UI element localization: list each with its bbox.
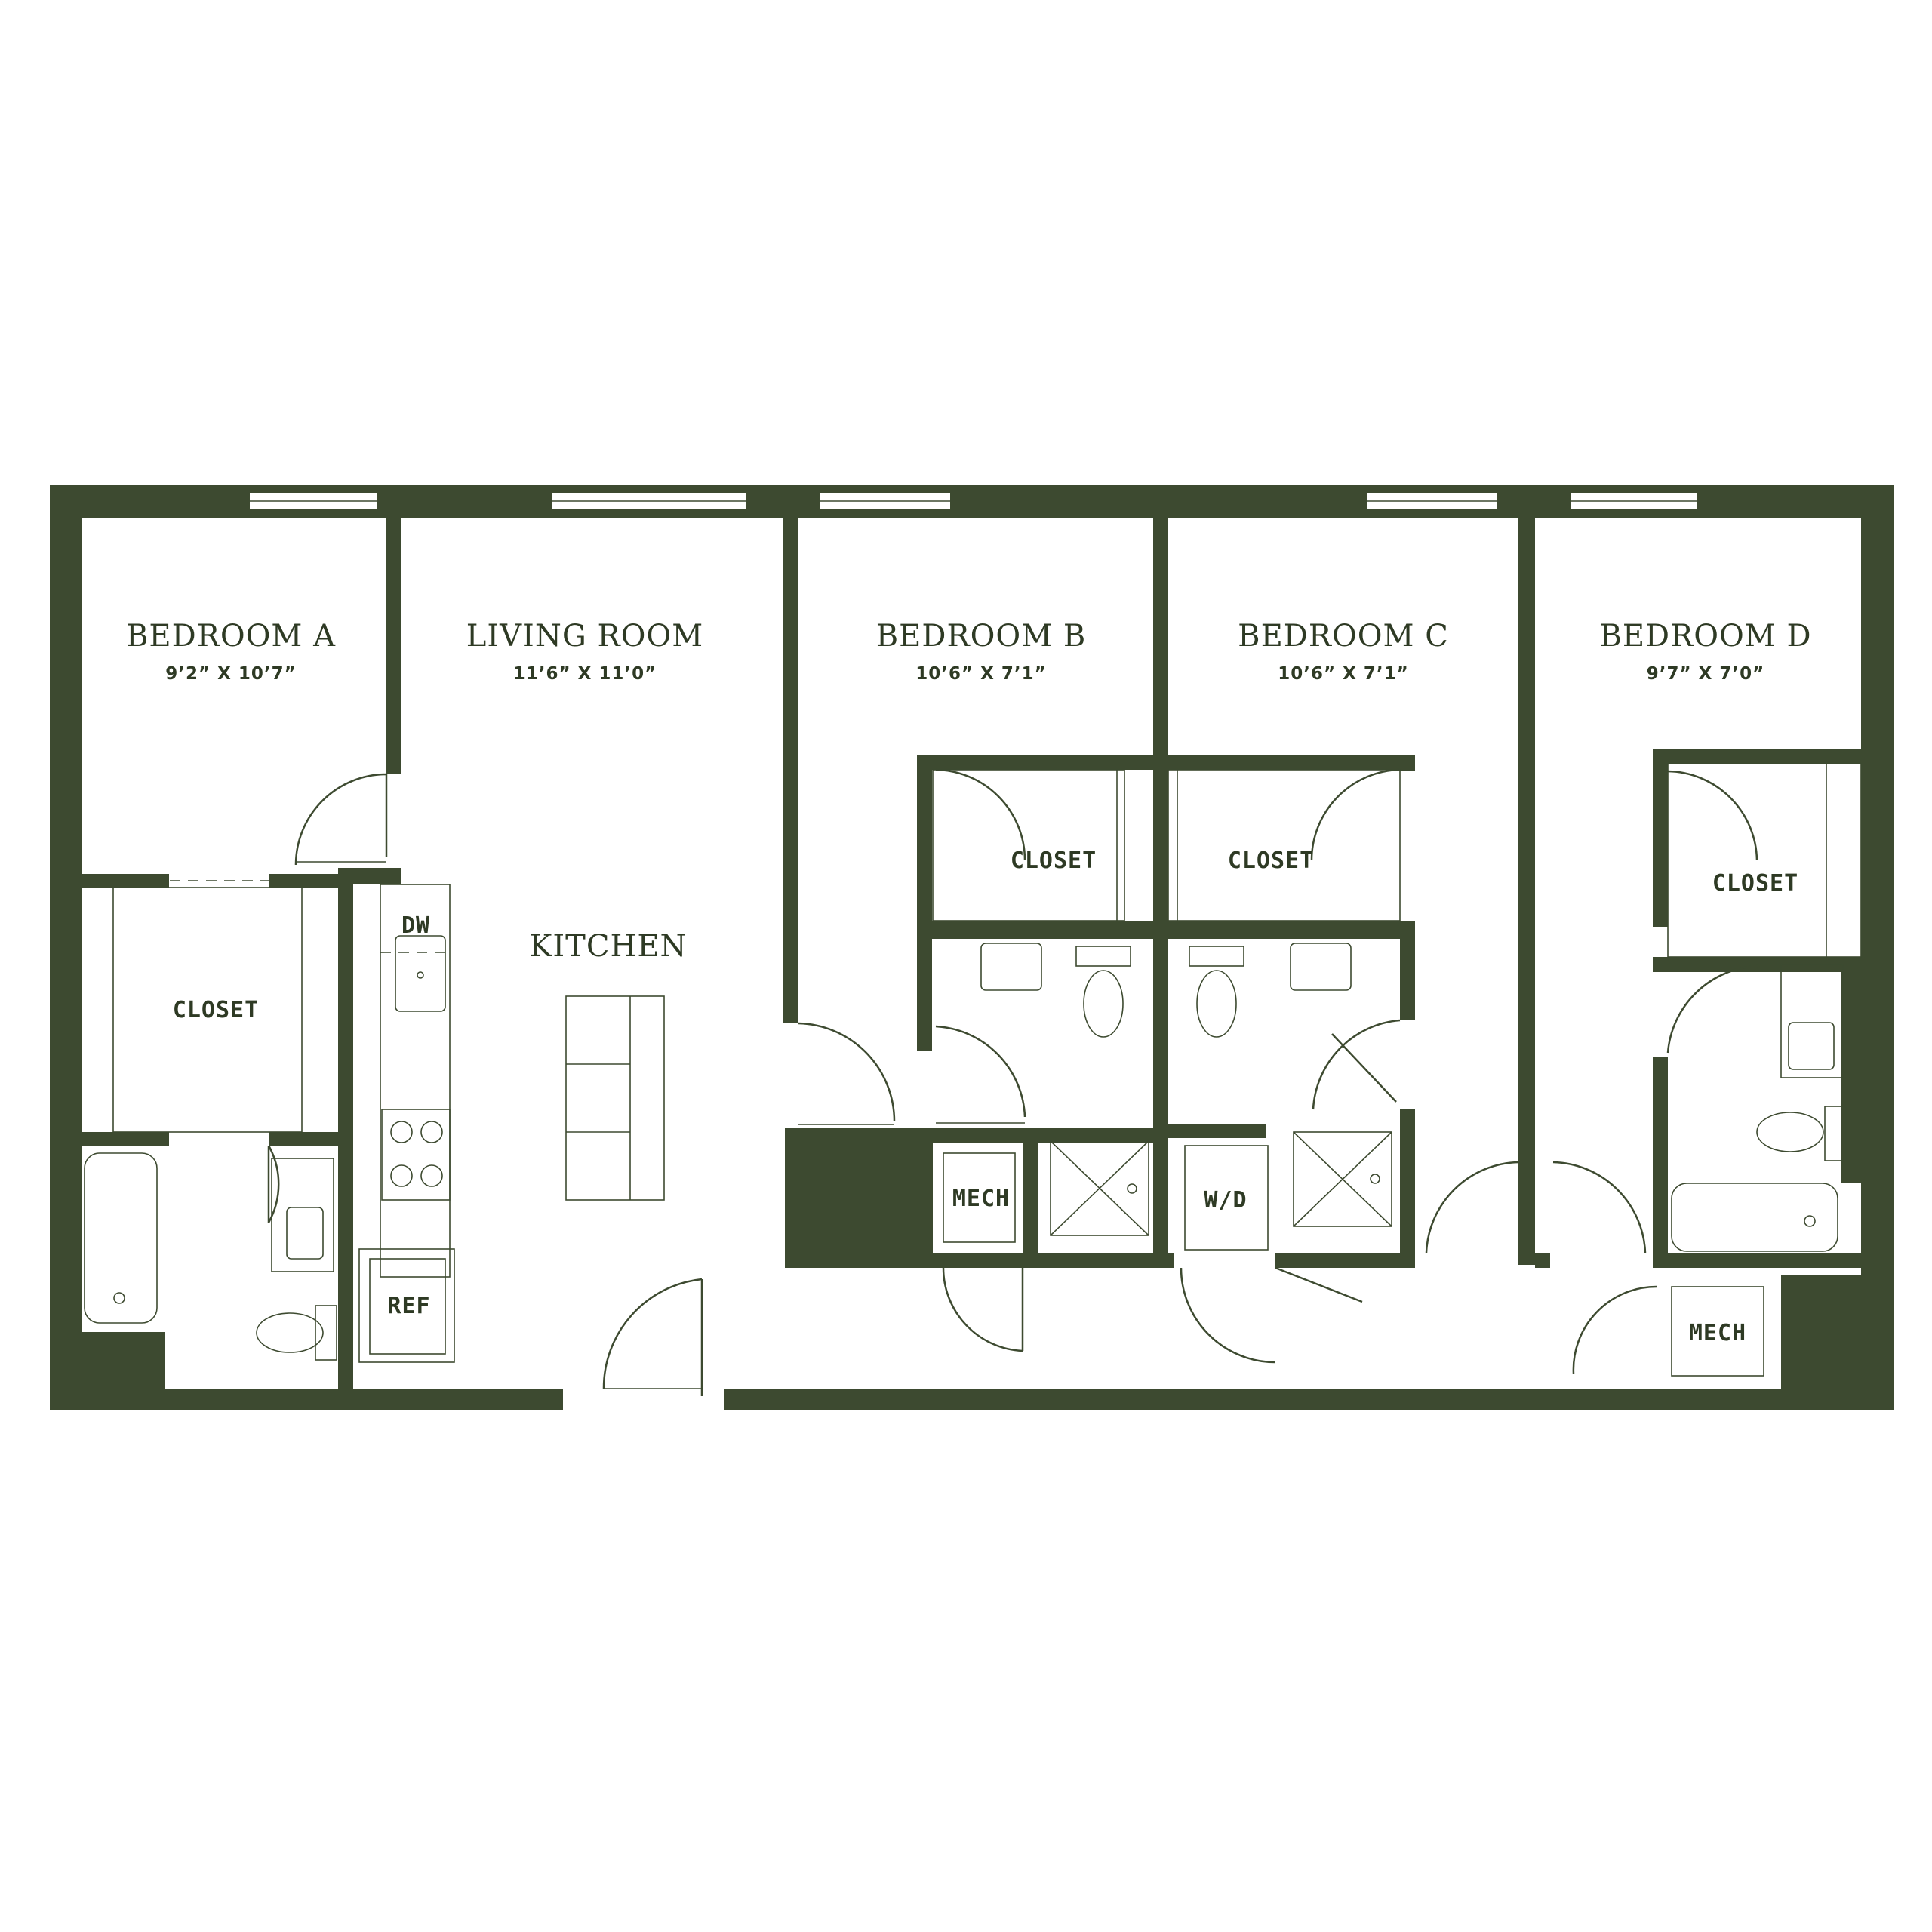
bathtub-icon: [84, 1152, 1838, 1324]
room-dims-living-room: 11’6” X 11’0”: [513, 664, 657, 684]
washer-dryer-label: W/D: [1204, 1187, 1247, 1214]
room-name-kitchen: KITCHEN: [529, 929, 687, 964]
toilet-icon: [256, 946, 1847, 1361]
mech-label-1: MECH: [952, 1186, 1010, 1212]
room-dims-bedroom-d: 9’7” X 7’0”: [1647, 664, 1764, 684]
interior-walls: [82, 518, 1861, 1389]
room-name-living-room: LIVING ROOM: [466, 619, 703, 654]
closet-label-b: CLOSET: [1011, 848, 1097, 874]
room-dims-bedroom-b: 10’6” X 7’1”: [915, 664, 1046, 684]
closet-label-c: CLOSET: [1228, 848, 1314, 874]
room-dims-bedroom-a: 9’2” X 10’7”: [165, 664, 296, 684]
room-name-bedroom-a: BEDROOM A: [126, 619, 336, 654]
mech-label-2: MECH: [1689, 1320, 1746, 1346]
closet-label-a: CLOSET: [173, 997, 259, 1023]
stove-icon: [381, 1109, 451, 1201]
room-name-bedroom-b: BEDROOM B: [876, 619, 1086, 654]
closet-label-d: CLOSET: [1712, 870, 1798, 897]
room-name-bedroom-c: BEDROOM C: [1238, 619, 1449, 654]
door-swing-icon: [267, 768, 1759, 1396]
sink-icon: [271, 943, 1844, 1272]
sink-icon: [395, 935, 446, 1012]
utility-boxes: [943, 1145, 1764, 1377]
dishwasher-label: DW: [401, 912, 430, 939]
room-dims-bedroom-c: 10’6” X 7’1”: [1278, 664, 1408, 684]
closet-shelves: [112, 763, 1862, 1133]
window-icon: [248, 491, 1699, 511]
shower-icon: [1050, 1131, 1392, 1236]
fixture-labels: CLOSET CLOSET CLOSET CLOSET DW REF MECH …: [173, 848, 1798, 1346]
exterior-walls: [50, 485, 1894, 1410]
refrigerator: [358, 1248, 455, 1363]
kitchen-fixtures: [380, 884, 665, 1278]
room-labels: BEDROOM A 9’2” X 10’7” LIVING ROOM 11’6”…: [126, 619, 1811, 964]
room-name-bedroom-d: BEDROOM D: [1599, 619, 1811, 654]
refrigerator-label: REF: [387, 1293, 430, 1319]
